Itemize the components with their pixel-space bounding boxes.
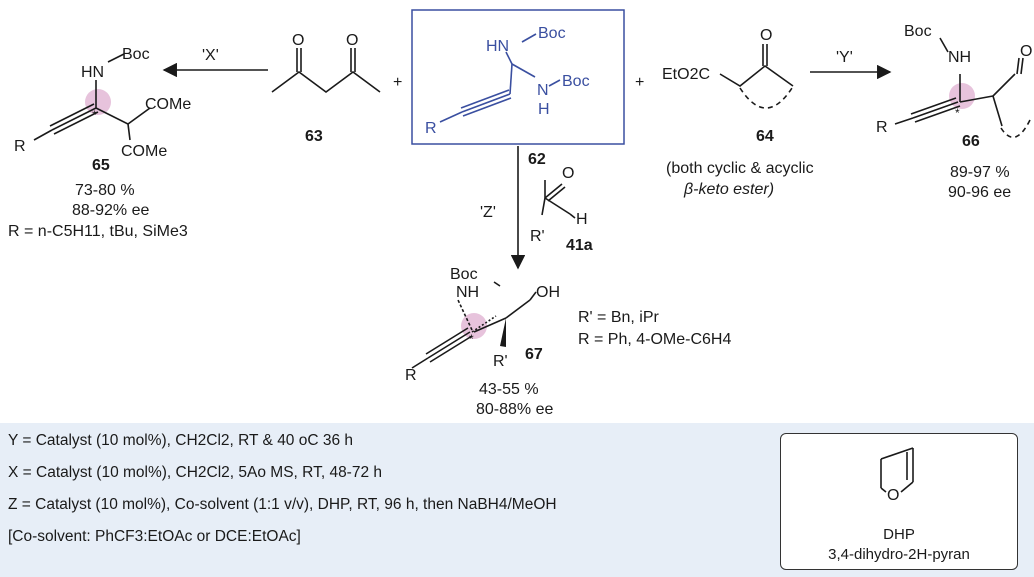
dhp-ring: O	[880, 447, 914, 504]
atom-o: O	[292, 32, 304, 49]
amine-h: H	[538, 101, 550, 118]
arrow-label-y: 'Y'	[836, 49, 853, 66]
compound-label-63: 63	[305, 128, 323, 145]
compound-label-64: 64	[756, 128, 774, 145]
dhp-full-name: 3,4-dihydro-2H-pyran	[828, 546, 970, 563]
stereocenter-star: *	[469, 332, 474, 346]
substituent-r-prime: R'	[493, 353, 508, 370]
stereocenter-star: *	[92, 108, 97, 122]
condition-x: X = Catalyst (10 mol%), CH2Cl2, 5Ao MS, …	[8, 464, 383, 481]
atom-o: O	[760, 27, 772, 44]
hydroxyl-oh: OH	[536, 284, 560, 301]
atom-o: O	[346, 32, 358, 49]
amine-nh: NH	[948, 49, 971, 66]
reagent-62: HN Boc N Boc H R 62	[411, 9, 625, 168]
compound-label-65: 65	[92, 157, 110, 174]
reactant-63: O O 63	[271, 32, 381, 145]
arrow-x: 'X'	[162, 47, 268, 78]
r-prime-definition-67: R' = Bn, iPr	[578, 309, 660, 326]
arrow-label-x: 'X'	[202, 47, 219, 64]
acetyl-group: COMe	[145, 96, 191, 113]
product-67: Boc NH OH * R' R 67 43-55 % 80-88% ee R'…	[405, 266, 731, 418]
atom-h: H	[576, 211, 588, 228]
arrow-z: 'Z'	[480, 146, 526, 270]
acetyl-group: COMe	[121, 143, 167, 160]
substituent-r: R	[876, 119, 888, 136]
arrow-label-z: 'Z'	[480, 204, 496, 221]
boc-group: Boc	[450, 266, 478, 283]
compound-label-67: 67	[525, 346, 543, 363]
yield-66: 89-97 %	[950, 164, 1010, 181]
product-65: HN Boc COMe COMe * R 65 73-80 % 88-92% e…	[8, 46, 191, 240]
stereocenter-star: *	[955, 106, 960, 120]
dhp-abbrev: DHP	[883, 526, 915, 543]
condition-z: Z = Catalyst (10 mol%), Co-solvent (1:1 …	[8, 496, 557, 513]
ee-67: 80-88% ee	[476, 401, 553, 418]
substituent-r: R	[405, 367, 417, 384]
atom-o: O	[1020, 43, 1032, 60]
r-definition-67: R = Ph, 4-OMe-C6H4	[578, 331, 731, 348]
ester-eto2c: EtO2C	[662, 66, 710, 83]
substrate-note: β-keto ester)	[683, 181, 774, 198]
r-definition-65: R = n-C5H11, tBu, SiMe3	[8, 223, 188, 240]
reaction-scheme: O O 63 + + HN Boc N Boc H R 62 EtO2C O 6…	[8, 9, 1032, 418]
boc-group: Boc	[538, 25, 566, 42]
compound-label-41a: 41a	[566, 237, 593, 254]
yield-65: 73-80 %	[75, 182, 135, 199]
atom-o: O	[887, 487, 899, 504]
compound-label-62: 62	[528, 151, 546, 168]
plus-sign: +	[393, 74, 402, 91]
substrate-note: (both cyclic & acyclic	[666, 160, 814, 177]
atom-o: O	[562, 165, 574, 182]
substituent-r: R	[14, 138, 26, 155]
stereocenter-highlight	[85, 89, 111, 115]
yield-67: 43-55 %	[479, 381, 539, 398]
substituent-r-prime: R'	[530, 228, 545, 245]
conditions-panel: Y = Catalyst (10 mol%), CH2Cl2, RT & 40 …	[0, 423, 1034, 577]
ee-66: 90-96 ee	[948, 184, 1011, 201]
boc-group: Boc	[904, 23, 932, 40]
compound-label-66: 66	[962, 133, 980, 150]
boc-group: Boc	[122, 46, 150, 63]
amine-hn: HN	[81, 64, 104, 81]
dhp-structure-box: O DHP 3,4-dihydro-2H-pyran	[780, 433, 1018, 570]
stereocenter-highlight	[949, 83, 975, 109]
amine-hn: HN	[486, 38, 509, 55]
plus-sign: +	[635, 74, 644, 91]
substituent-r: R	[425, 120, 437, 137]
arrow-y: 'Y'	[810, 49, 892, 80]
cosolvent-note: [Co-solvent: PhCF3:EtOAc or DCE:EtOAc]	[8, 528, 301, 545]
reactant-64: EtO2C O 64 (both cyclic & acyclic β-keto…	[662, 27, 814, 198]
aldehyde-41a: O H R' 41a	[530, 165, 593, 254]
product-66: Boc NH O * R 66 89-97 % 90-96 ee	[876, 23, 1032, 201]
boc-group: Boc	[562, 73, 590, 90]
amine-nh: NH	[456, 284, 479, 301]
amine-n: N	[537, 82, 549, 99]
condition-y: Y = Catalyst (10 mol%), CH2Cl2, RT & 40 …	[8, 432, 354, 449]
ee-65: 88-92% ee	[72, 202, 149, 219]
